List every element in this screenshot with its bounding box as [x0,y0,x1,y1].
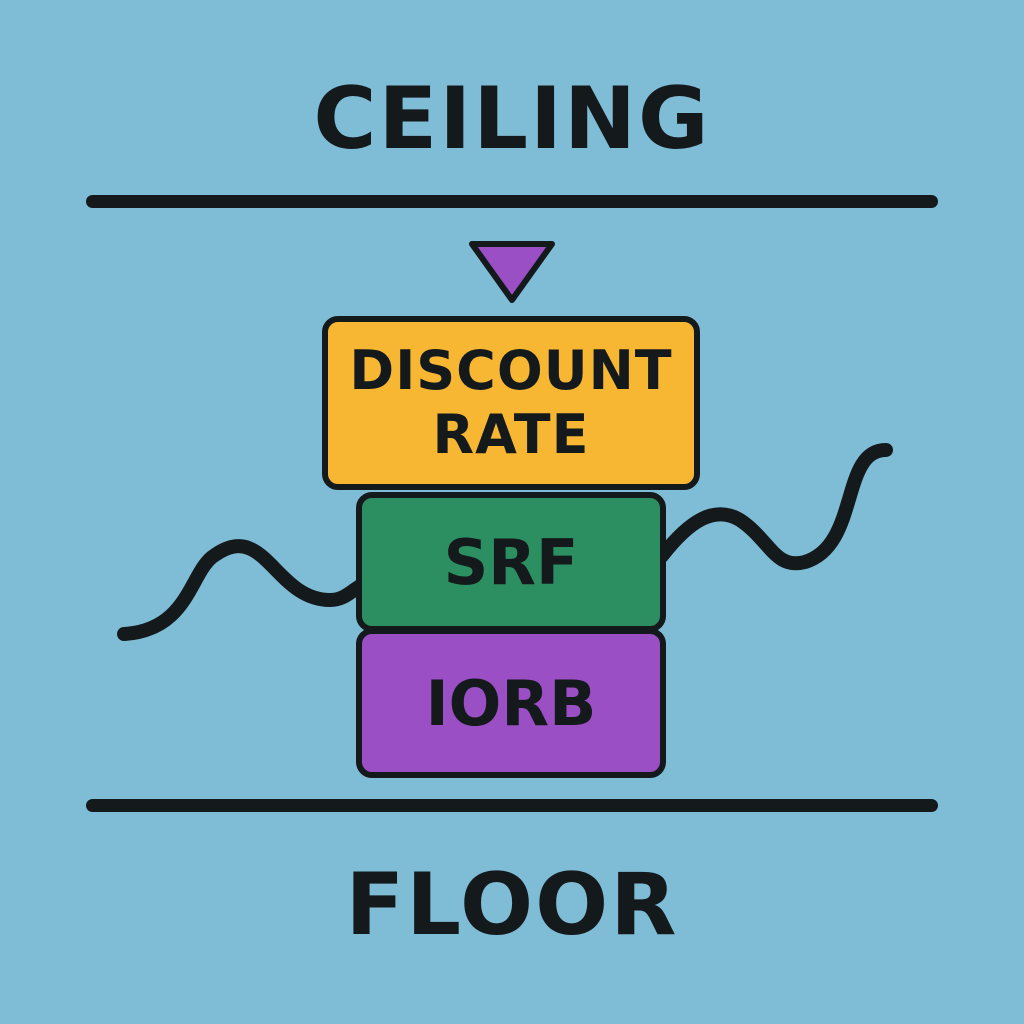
discount-rate-box: DISCOUNT RATE [322,316,700,490]
wave-left-segment [117,539,369,641]
floor-line [86,799,938,812]
wave-right-segment [655,443,893,571]
ceiling-label: CEILING [313,69,711,169]
srf-label: SRF [443,525,579,599]
iorb-label: IORB [425,666,597,740]
iorb-box: IORB [356,628,666,778]
ceiling-line [86,195,938,208]
down-triangle-icon [469,241,555,303]
floor-label: FLOOR [345,855,679,955]
discount-rate-label: DISCOUNT RATE [349,339,673,466]
srf-box: SRF [356,492,666,632]
